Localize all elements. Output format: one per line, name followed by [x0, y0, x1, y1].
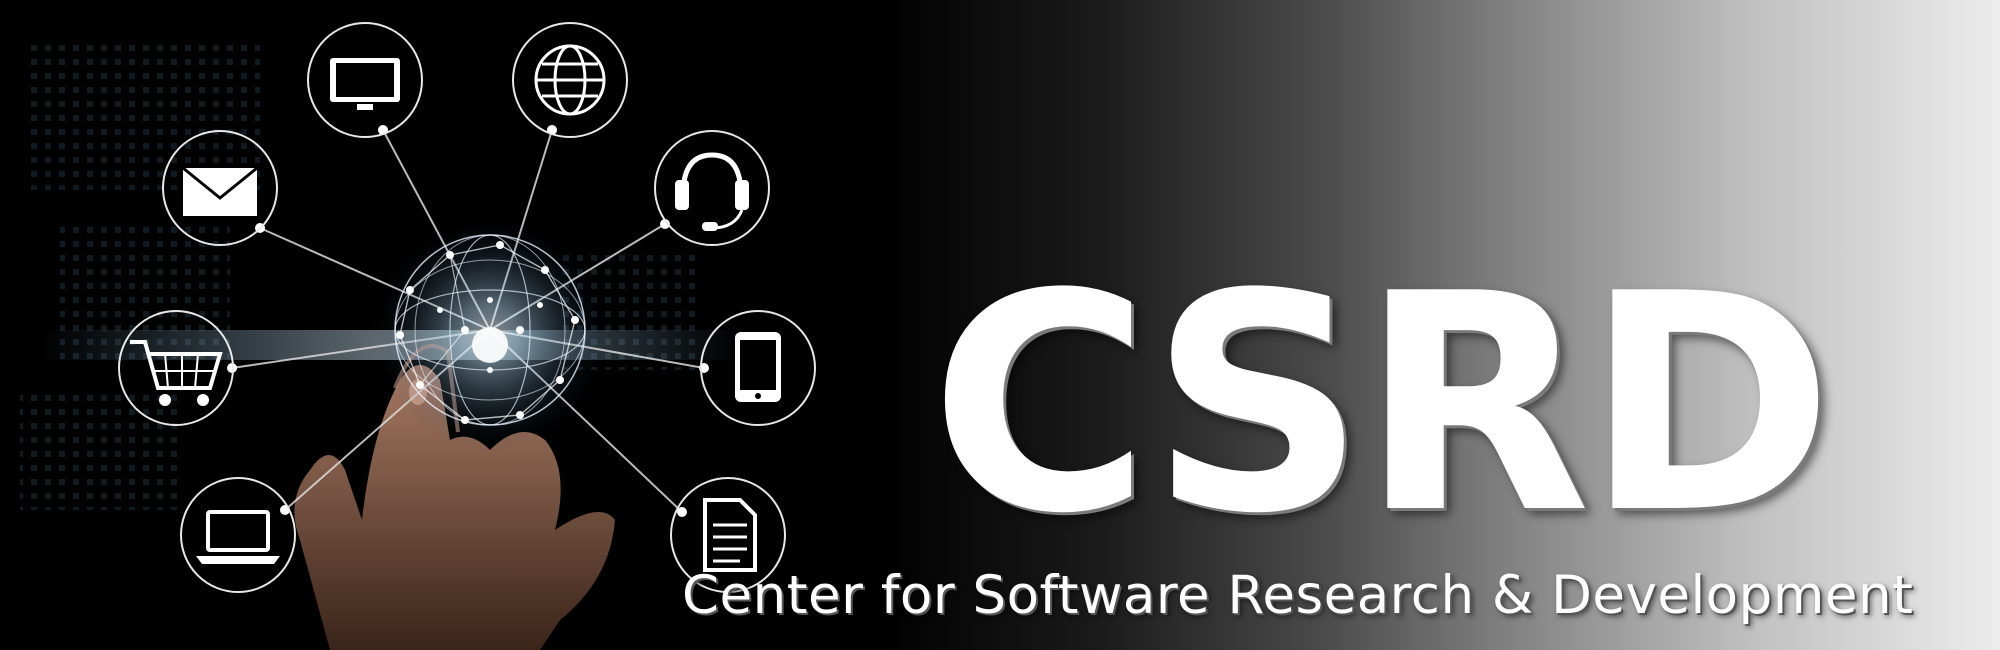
headset-icon	[654, 130, 770, 246]
network-illustration	[0, 0, 900, 650]
banner-subtitle: Center for Software Research & Developme…	[682, 565, 1914, 626]
monitor-icon	[307, 22, 423, 138]
network-globe	[375, 220, 605, 450]
document-icon	[670, 477, 786, 593]
shopping-cart-icon	[118, 310, 234, 426]
mail-icon	[162, 130, 278, 246]
world-map-texture	[20, 40, 700, 510]
tablet-icon	[700, 310, 816, 426]
globe-icon	[512, 22, 628, 138]
banner-title: CSRD	[930, 230, 1834, 579]
laptop-icon	[180, 477, 296, 593]
